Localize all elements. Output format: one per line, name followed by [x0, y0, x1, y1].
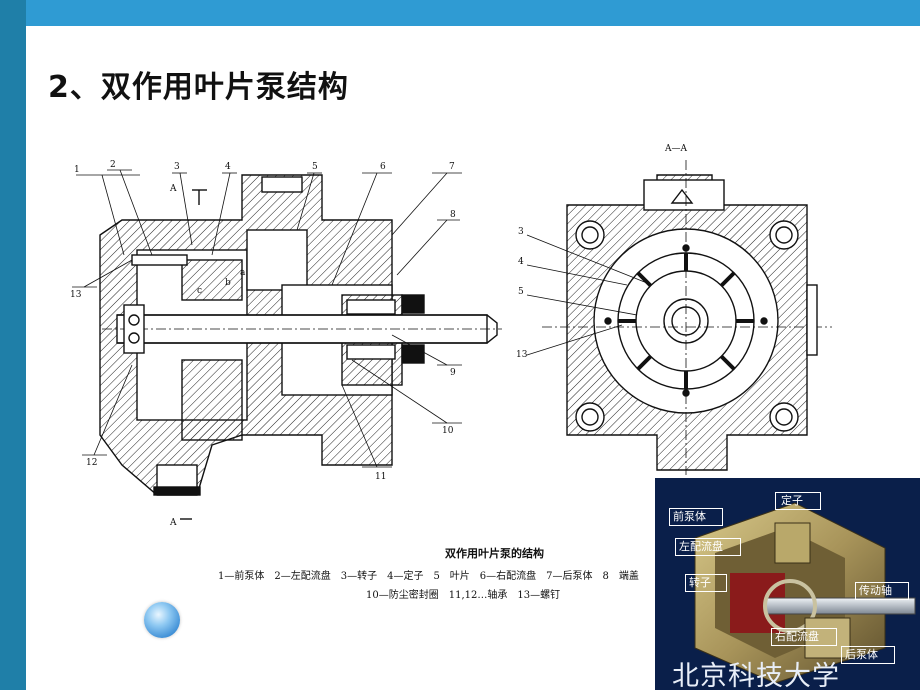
left-accent-bar — [0, 0, 26, 690]
photo-label-rear-body: 后泵体 — [845, 648, 878, 661]
photo-label-drive-shaft: 传动轴 — [859, 584, 892, 597]
label-10: 10 — [442, 426, 454, 436]
label-11: 11 — [375, 472, 386, 482]
label-8: 8 — [450, 210, 456, 220]
label-1: 1 — [74, 165, 80, 175]
slide-title: 2、双作用叶片泵结构 — [48, 70, 349, 105]
photo-label-left-plate: 左配流盘 — [679, 540, 723, 553]
label-3: 3 — [174, 162, 180, 172]
label-13: 13 — [70, 290, 82, 300]
label-2: 2 — [110, 160, 116, 170]
label-b: b — [225, 278, 231, 288]
aa-label-13: 13 — [516, 350, 528, 360]
label-4: 4 — [225, 162, 231, 172]
pump-photo: 定子 前泵体 左配流盘 转子 传动轴 右配流盘 后泵体 — [655, 478, 920, 690]
part-labels: 1 2 3 4 5 6 7 8 9 10 11 12 13 a b c A A — [70, 160, 456, 528]
photo-label-rotor: 转子 — [689, 576, 711, 589]
label-c: c — [197, 286, 202, 296]
top-accent-bar — [26, 0, 920, 26]
aa-view-title: A—A — [664, 144, 687, 154]
figure-caption-title: 双作用叶片泵的结构 — [445, 547, 544, 560]
photo-label-stator: 定子 — [781, 494, 803, 507]
figure-legend-line-2: 10—防尘密封圈 11,12…轴承 13—螺钉 — [366, 590, 561, 601]
section-mark-bottom: A — [169, 518, 177, 528]
photo-label-front-body: 前泵体 — [673, 510, 706, 523]
aa-part-labels: 3 4 5 13 — [516, 227, 528, 360]
label-12: 12 — [86, 458, 97, 468]
longitudinal-section — [99, 174, 502, 520]
navigation-orb-button[interactable] — [144, 602, 180, 638]
pump-photo-illustration — [655, 478, 920, 690]
label-7: 7 — [449, 162, 455, 172]
photo-label-right-plate: 右配流盘 — [775, 630, 819, 643]
label-5: 5 — [312, 162, 318, 172]
leader-lines — [72, 169, 462, 468]
pump-cross-section-drawing: 1 2 3 4 5 6 7 8 9 10 11 12 13 a b c A A … — [70, 144, 832, 528]
figure-legend-line-1: 1—前泵体 2—左配流盘 3—转子 4—定子 5 叶片 6—右配流盘 7—后泵体… — [218, 571, 639, 582]
aa-label-5: 5 — [518, 287, 524, 297]
aa-label-3: 3 — [518, 227, 524, 237]
section-mark-top: A — [169, 184, 177, 194]
label-a: a — [240, 268, 246, 278]
label-6: 6 — [380, 162, 386, 172]
label-9: 9 — [450, 368, 456, 378]
cross-section-aa: A—A — [542, 144, 832, 475]
aa-leader-lines — [526, 234, 653, 356]
university-watermark: 北京科技大学 — [672, 661, 840, 692]
aa-label-4: 4 — [518, 257, 524, 267]
